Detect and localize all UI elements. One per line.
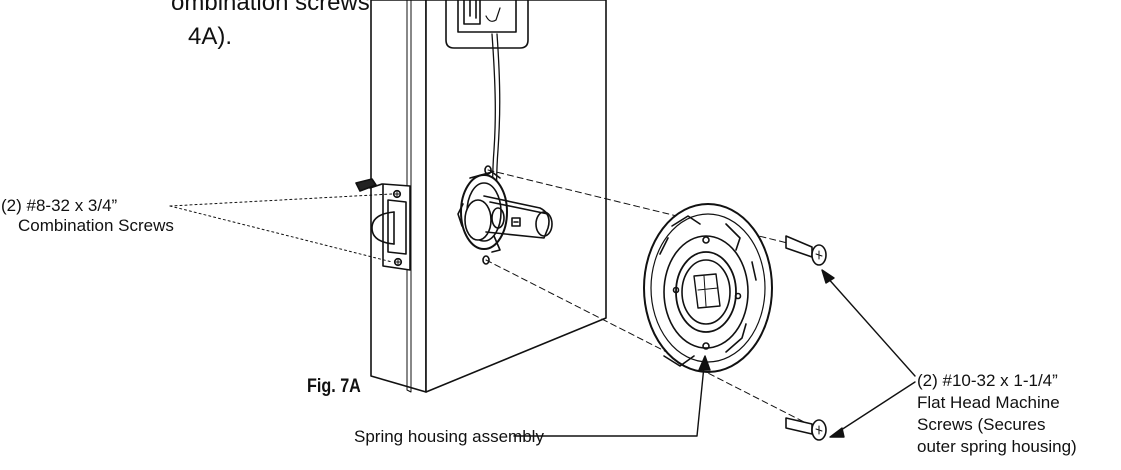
spring-housing — [643, 203, 773, 373]
machine-screws-label-line2: Flat Head Machine — [917, 393, 1060, 412]
combo-screw-leaders — [169, 193, 393, 263]
latch-assembly — [355, 178, 411, 271]
door-cutout — [445, 0, 529, 49]
machine-screws-label-line1: (2) #10-32 x 1-1/4” — [917, 371, 1058, 390]
door-holes — [482, 165, 492, 265]
machine-screws-label-line4: outer spring housing) — [917, 437, 1077, 456]
spring-housing-leader — [513, 355, 711, 437]
machine-screw-lower — [785, 417, 827, 441]
combo-screws-label-line1: (2) #8-32 x 3/4” — [1, 196, 118, 215]
intro-text-line2: 4A). — [188, 23, 233, 50]
intro-text-line1: ombination screws — [171, 0, 370, 16]
figure-caption: Fig. 7A — [307, 376, 361, 397]
machine-screws-label-line3: Screws (Secures — [917, 415, 1046, 434]
machine-screw-upper — [785, 235, 827, 266]
combo-screws-label-line2: Combination Screws — [18, 216, 174, 235]
chassis-assembly — [457, 171, 553, 253]
machine-screw-arrows — [821, 269, 916, 438]
spring-housing-label: Spring housing assembly — [354, 427, 544, 446]
